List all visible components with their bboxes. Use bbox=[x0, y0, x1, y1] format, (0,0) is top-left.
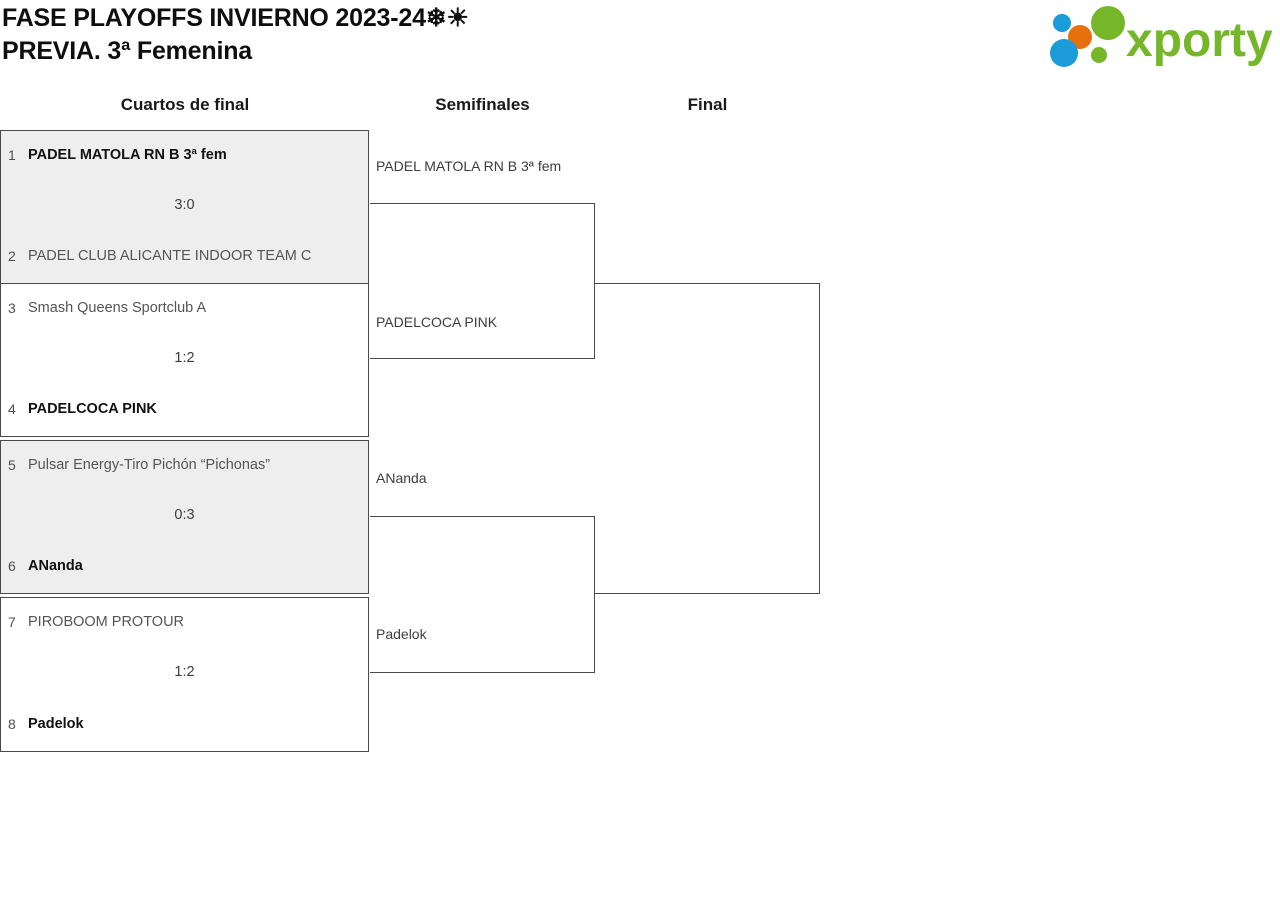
seed-number: 6 bbox=[8, 558, 16, 574]
seed-number: 3 bbox=[8, 300, 16, 316]
match-score: 0:3 bbox=[174, 507, 195, 523]
final-connector bbox=[595, 283, 820, 594]
page-title: FASE PLAYOFFS INVIERNO 2023-24❄☀ PREVIA.… bbox=[2, 4, 469, 65]
quarterfinal-match-1[interactable]: 1 PADEL MATOLA RN B 3ª fem 3:0 2 PADEL C… bbox=[0, 130, 369, 284]
logo-dot-blue-small bbox=[1053, 14, 1071, 32]
logo-dot-blue-large bbox=[1050, 39, 1078, 67]
xporty-logo-graphic: xporty bbox=[1050, 6, 1272, 67]
xporty-logo: xporty bbox=[1042, 6, 1272, 68]
semifinal-1-bottom-team[interactable]: PADELCOCA PINK bbox=[376, 314, 498, 330]
match-score: 1:2 bbox=[174, 664, 195, 680]
match-slot-top[interactable]: 3 Smash Queens Sportclub A bbox=[8, 298, 360, 318]
team-name: PADELCOCA PINK bbox=[28, 401, 157, 417]
match-score: 1:2 bbox=[174, 350, 195, 366]
seed-number: 4 bbox=[8, 401, 16, 417]
team-name: Padelok bbox=[28, 716, 84, 732]
semifinal-1-top-team[interactable]: PADEL MATOLA RN B 3ª fem bbox=[376, 158, 562, 174]
team-name: Pulsar Energy-Tiro Pichón “Pichonas” bbox=[28, 457, 271, 473]
semifinal-connector-2 bbox=[370, 516, 595, 673]
semifinal-2-bottom-team[interactable]: Padelok bbox=[376, 626, 427, 642]
logo-wordmark: xporty bbox=[1126, 14, 1272, 67]
column-header-semifinals: Semifinales bbox=[435, 95, 530, 114]
page-header: FASE PLAYOFFS INVIERNO 2023-24❄☀ PREVIA.… bbox=[0, 0, 1280, 82]
team-name: Smash Queens Sportclub A bbox=[28, 300, 207, 316]
logo-dot-green-small bbox=[1091, 47, 1107, 63]
team-name: ANanda bbox=[28, 558, 83, 574]
quarterfinal-match-2[interactable]: 3 Smash Queens Sportclub A 1:2 4 PADELCO… bbox=[0, 283, 369, 437]
team-name: PADEL CLUB ALICANTE INDOOR TEAM C bbox=[28, 248, 312, 264]
seed-number: 5 bbox=[8, 457, 16, 473]
column-header-quarterfinals: Cuartos de final bbox=[120, 95, 250, 114]
semifinal-2-top-team[interactable]: ANanda bbox=[376, 470, 427, 486]
quarterfinal-match-4[interactable]: 7 PIROBOOM PROTOUR 1:2 8 Padelok bbox=[0, 597, 369, 752]
match-slot-top[interactable]: 7 PIROBOOM PROTOUR bbox=[8, 612, 360, 632]
seed-number: 1 bbox=[8, 147, 16, 163]
match-slot-bottom[interactable]: 6 ANanda bbox=[8, 556, 360, 576]
seed-number: 7 bbox=[8, 614, 16, 630]
seed-number: 8 bbox=[8, 716, 16, 732]
quarterfinal-match-3[interactable]: 5 Pulsar Energy-Tiro Pichón “Pichonas” 0… bbox=[0, 440, 369, 594]
logo-dot-orange bbox=[1068, 25, 1092, 49]
logo-dot-green-large bbox=[1091, 6, 1125, 40]
team-name: PADEL MATOLA RN B 3ª fem bbox=[28, 147, 227, 163]
match-slot-bottom[interactable]: 4 PADELCOCA PINK bbox=[8, 399, 360, 419]
match-slot-bottom[interactable]: 8 Padelok bbox=[8, 714, 360, 734]
match-score: 3:0 bbox=[174, 197, 195, 213]
match-slot-top[interactable]: 1 PADEL MATOLA RN B 3ª fem bbox=[8, 145, 360, 165]
semifinal-connector-1 bbox=[370, 203, 595, 359]
match-slot-top[interactable]: 5 Pulsar Energy-Tiro Pichón “Pichonas” bbox=[8, 455, 360, 475]
match-slot-bottom[interactable]: 2 PADEL CLUB ALICANTE INDOOR TEAM C bbox=[8, 246, 360, 266]
team-name: PIROBOOM PROTOUR bbox=[28, 614, 185, 630]
column-header-final: Final bbox=[687, 95, 728, 114]
seed-number: 2 bbox=[8, 248, 16, 264]
